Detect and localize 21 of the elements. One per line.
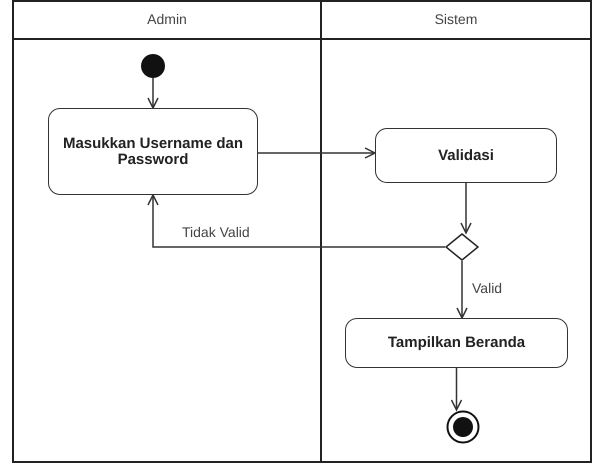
swimlane bbox=[320, 0, 592, 463]
edge-label: Valid bbox=[470, 280, 504, 296]
action-label: Masukkan Username dan Password bbox=[62, 136, 244, 168]
arrow bbox=[258, 147, 376, 159]
end-node bbox=[446, 410, 480, 444]
action-box bbox=[48, 108, 258, 195]
arrow bbox=[456, 261, 468, 319]
arrow bbox=[450, 368, 462, 411]
edge-label: Tidak Valid bbox=[180, 224, 252, 240]
action-box bbox=[345, 318, 568, 368]
arrow bbox=[147, 194, 445, 248]
lane-title: Admin bbox=[146, 11, 188, 27]
action-box bbox=[375, 128, 557, 183]
lane-title: Sistem bbox=[434, 11, 478, 27]
start-node bbox=[141, 54, 165, 78]
arrow bbox=[147, 78, 159, 109]
swimlane bbox=[12, 0, 322, 463]
action-label: Validasi bbox=[437, 148, 495, 164]
decision-diamond bbox=[445, 233, 479, 261]
action-label: Tampilkan Beranda bbox=[386, 335, 526, 351]
arrow bbox=[460, 183, 472, 234]
